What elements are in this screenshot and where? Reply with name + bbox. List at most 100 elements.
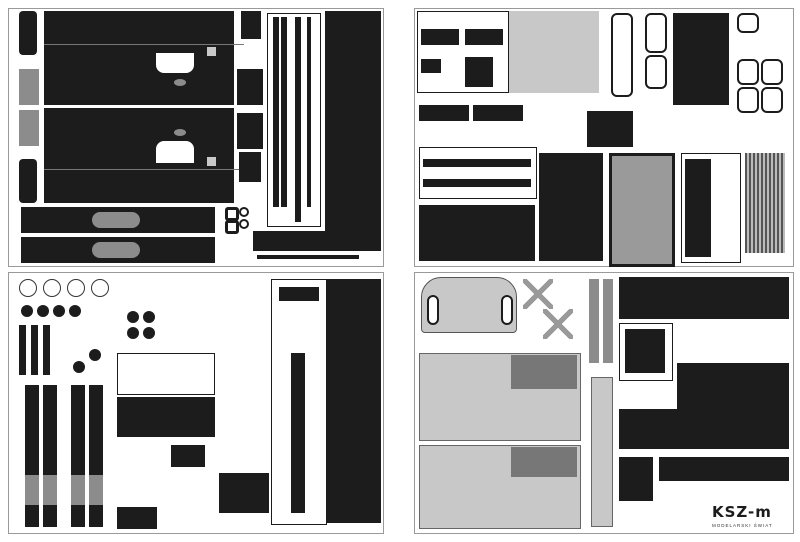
wheel-1: [89, 349, 101, 361]
roof-panel-br: [619, 277, 789, 319]
small-window-3: [761, 59, 783, 85]
frame-strip-3: [295, 17, 301, 222]
step-column-3: [71, 385, 85, 527]
pillar-2: [31, 325, 38, 375]
rivet-square-1: [207, 47, 216, 56]
x-brace-1: [523, 279, 553, 309]
roof-oval-2: [92, 242, 140, 258]
light-1: [21, 305, 33, 317]
oval-mark-1: [174, 79, 186, 86]
panel-block-4: [465, 57, 493, 87]
step-column-2-gray: [43, 475, 57, 505]
grille-part-2: [239, 152, 261, 182]
roof-panel-br-2: [677, 363, 789, 409]
roof-panel-br-3: [619, 409, 789, 449]
long-panel: [419, 147, 537, 199]
wheel-2: [73, 361, 85, 373]
light-2: [37, 305, 49, 317]
publisher-logo: KSZ-m MODELARSKI ŚWIAT: [712, 505, 792, 531]
panel-block-3: [421, 59, 441, 73]
bottom-dark-panel: [419, 205, 535, 261]
step-column-1: [25, 385, 39, 527]
grid-panel: [539, 153, 603, 261]
small-window-1: [737, 13, 759, 33]
long-panel-strip-1: [423, 159, 531, 167]
pillar-1: [19, 325, 26, 375]
dark-block-mid: [587, 111, 633, 147]
sheet-top-left: [8, 8, 384, 267]
door-frame: [609, 153, 675, 267]
roof-oval-1: [92, 212, 140, 228]
small-window-5: [761, 87, 783, 113]
step-column-2: [43, 385, 57, 527]
interior-strip: [279, 287, 319, 301]
pipe-1: [589, 279, 599, 363]
end-flap-1: [237, 69, 263, 105]
body-divider: [44, 105, 244, 108]
strip-b: [473, 105, 523, 121]
sheet-bottom-right: [414, 272, 794, 534]
gauge-3: [67, 279, 85, 297]
cab-window-2: [501, 295, 513, 325]
wheel-part-3: [239, 207, 249, 217]
wheel-part-4: [239, 219, 249, 229]
rail-strip: [591, 377, 613, 527]
side-tab-top: [19, 11, 37, 55]
long-panel-strip-2: [423, 179, 531, 187]
large-dark-panel: [325, 11, 381, 233]
small-window-4: [737, 87, 759, 113]
window-cutout-2: [156, 141, 194, 163]
side-tab-bottom: [19, 159, 37, 203]
logo-subtitle: MODELARSKI ŚWIAT: [712, 523, 773, 528]
sheet-top-right: [414, 8, 794, 267]
oval-mark-2: [174, 129, 186, 136]
side-panel-dark-2: [511, 447, 577, 477]
rivet-square-2: [207, 157, 216, 166]
end-flap-2: [237, 113, 263, 149]
step-column-3-gray: [71, 475, 85, 505]
cab-window-1: [427, 295, 439, 325]
side-tab-gray-2: [19, 110, 39, 146]
seat-block: [219, 473, 269, 513]
round-part-1: [127, 311, 139, 323]
wheel-part-2: [225, 220, 239, 234]
sheet-bottom-left: [8, 272, 384, 534]
body-fold-line: [44, 44, 244, 45]
large-dark-panel-bl: [327, 279, 381, 523]
grille-part-1: [241, 11, 261, 39]
side-panel-dark-1: [511, 355, 577, 389]
hatch: [625, 329, 665, 373]
small-window-2: [737, 59, 759, 85]
gauge-1: [19, 279, 37, 297]
step-column-1-gray: [25, 475, 39, 505]
frame-strip-4: [307, 17, 311, 207]
panel-block-2: [465, 29, 503, 45]
side-tab-gray-1: [19, 69, 39, 105]
window-frame-1: [611, 13, 633, 97]
pillar-3: [43, 325, 50, 375]
pipe-2: [603, 279, 613, 363]
x-brace-2: [543, 309, 573, 339]
dashboard-panel: [117, 397, 215, 437]
ribbed-panel: [745, 153, 785, 253]
round-part-3: [127, 327, 139, 339]
frame-strip-2: [281, 17, 287, 207]
small-part-1: [171, 445, 205, 467]
window-frame-2: [645, 13, 667, 53]
body-fold-line-2: [44, 169, 244, 170]
light-3: [53, 305, 65, 317]
strip-a: [419, 105, 469, 121]
bottom-strip-br: [659, 457, 789, 481]
light-4: [69, 305, 81, 317]
thin-strip: [257, 255, 359, 259]
round-part-2: [143, 311, 155, 323]
gauge-2: [43, 279, 61, 297]
logo-brand: KSZ-m: [712, 503, 772, 521]
window-cutout-1: [156, 53, 194, 73]
frame-strip-1: [273, 17, 279, 207]
gray-panel: [509, 11, 599, 93]
step-column-4: [89, 385, 103, 527]
round-part-4: [143, 327, 155, 339]
gauge-4: [91, 279, 109, 297]
bottom-strip: [253, 231, 381, 251]
